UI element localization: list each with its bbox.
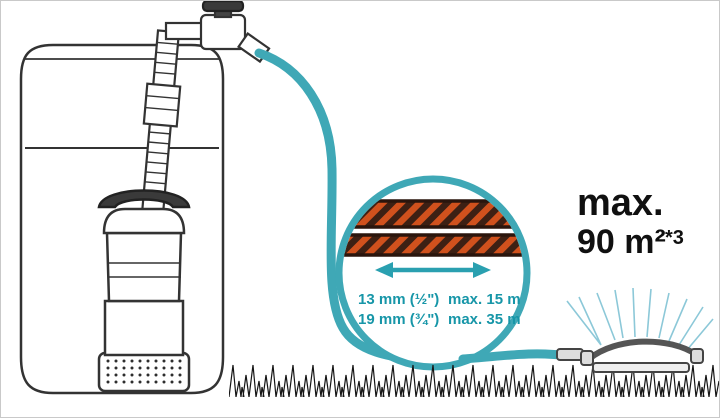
pump-body-lower [103,299,185,357]
garden-hose-lower [458,349,568,364]
hose-spec-line-2: 19 mm (¾")max. 35 m [358,311,521,328]
pump-body [105,231,183,303]
sprinkler-arm [587,338,699,362]
footnote: *3 [665,227,684,249]
garden-hose-upper [254,48,430,364]
sprinkler-connector [556,348,584,361]
sprinkler [556,287,714,373]
sprinkler-base [592,362,690,373]
riser-hose [140,29,182,218]
spray-lines [566,287,714,351]
submersible-pump [97,189,191,393]
area-value: 90 m² [577,223,666,261]
pump-handle [97,189,191,209]
max-label: max. [577,182,664,224]
diameter-arrow [375,262,491,278]
tap-valve [164,1,271,64]
hose-spec-line-1: 13 mm (½")max. 15 m [358,291,521,308]
pump-cap [102,207,186,235]
valve-handle [201,1,245,13]
